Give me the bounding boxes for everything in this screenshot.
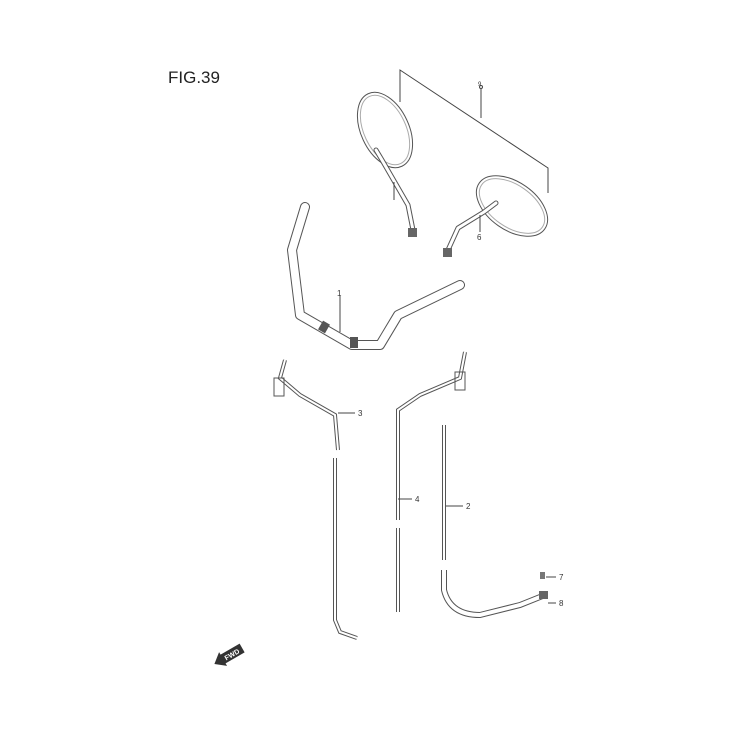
ref-label-8: 8: [559, 599, 564, 608]
cable-3: [273, 359, 358, 640]
mirror-left: [356, 91, 417, 237]
ref-label-3: 3: [358, 409, 363, 418]
cable-4: [396, 351, 467, 612]
ref-label-7: 7: [559, 573, 564, 582]
handlebar: [287, 202, 465, 350]
figure-title: FIG.39: [168, 68, 220, 87]
ref-label-1: 1: [337, 289, 342, 298]
fwd-label: FWD: [224, 648, 241, 662]
ref-label-6: 6: [477, 233, 482, 242]
ref-label-9: 9: [478, 82, 482, 88]
forward-direction-arrow: FWD: [214, 643, 245, 666]
ref-label-2: 2: [466, 502, 471, 511]
ref-label-4: 4: [415, 495, 420, 504]
cable-2: [441, 425, 556, 619]
mirror-set-bracket: [399, 69, 549, 193]
mirror-right: [443, 175, 549, 257]
